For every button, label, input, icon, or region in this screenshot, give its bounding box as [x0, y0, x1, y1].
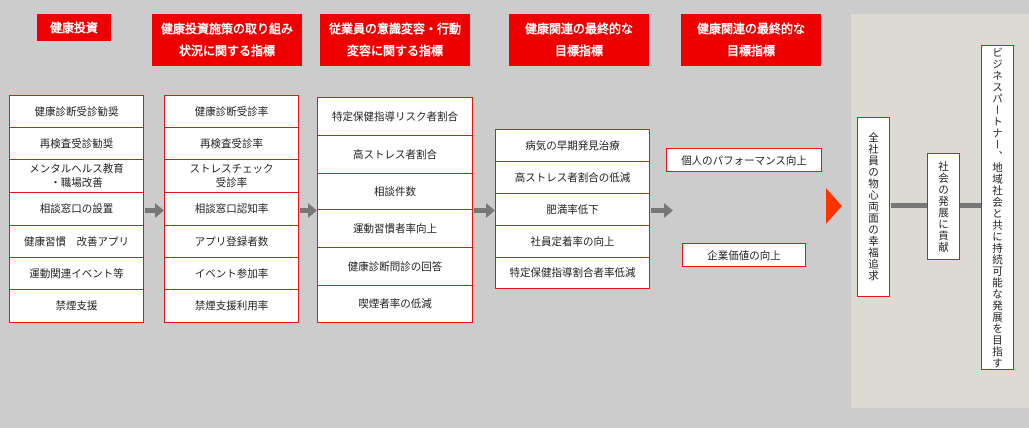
- list-item: 高ストレス者割合: [318, 136, 472, 174]
- arrow-right-icon: [474, 203, 495, 218]
- list-item: 相談件数: [318, 174, 472, 210]
- list-item: 肥満率低下: [496, 194, 649, 226]
- outcome-partners: ビジネスパートナー、地域社会と共に持続可能な発展を目指す: [981, 45, 1014, 370]
- list-item: 健康習慣 改善アプリ: [10, 226, 143, 258]
- list-item: 特定保健指導リスク者割合: [318, 98, 472, 136]
- list-item: アプリ登録者数: [165, 226, 298, 258]
- header-initiative-indicators: 健康投資施策の取り組み 状況に関する指標: [152, 14, 302, 66]
- list-item: 運動習慣者率向上: [318, 210, 472, 248]
- list-item: メンタルヘルス教育 ・職場改善: [10, 160, 143, 193]
- list-item: 健康診断問診の回答: [318, 248, 472, 286]
- list-item: 相談窓口認知率: [165, 193, 298, 226]
- column-health-investment: 健康診断受診勧奨 再検査受診勧奨 メンタルヘルス教育 ・職場改善 相談窓口の設置…: [9, 95, 144, 323]
- list-item: 健康診断受診率: [165, 96, 298, 128]
- list-item: 病気の早期発見治療: [496, 130, 649, 162]
- list-item: 喫煙者率の低減: [358, 297, 432, 310]
- list-item: 再検査受診勧奨: [10, 128, 143, 160]
- list-item: 相談窓口の設置: [10, 193, 143, 226]
- arrow-right-icon: [145, 203, 164, 218]
- outcome-society: 社会の発展に貢献: [927, 153, 960, 260]
- goal-individual-performance: 個人のパフォーマンス向上: [666, 148, 822, 172]
- list-item: 高ストレス者割合の低減: [496, 162, 649, 194]
- outcome-wellbeing: 全社員の物心両面の幸福追求: [857, 117, 890, 297]
- goal-corporate-value: 企業価値の向上: [682, 243, 806, 267]
- list-item: 社員定着率の向上: [496, 226, 649, 258]
- header-final-goal-indicators: 健康関連の最終的な 目標指標: [509, 14, 649, 66]
- big-arrow-icon: [826, 188, 842, 224]
- connector-line: [960, 203, 981, 208]
- arrow-right-icon: [651, 203, 673, 218]
- list-item: 再検査受診率: [165, 128, 298, 160]
- connector-line: [891, 203, 927, 208]
- list-item: 運動関連イベント等: [10, 258, 143, 290]
- list-item: 特定保健指導割合者率低減: [509, 266, 636, 279]
- list-item: イベント参加率: [165, 258, 298, 290]
- column-initiative-indicators: 健康診断受診率 再検査受診率 ストレスチェック 受診率 相談窓口認知率 アプリ登…: [164, 95, 299, 323]
- list-item: 禁煙支援利用率: [194, 299, 269, 312]
- header-health-investment: 健康投資: [37, 14, 111, 41]
- column-behavior-indicators: 特定保健指導リスク者割合 高ストレス者割合 相談件数 運動習慣者率向上 健康診断…: [317, 97, 473, 323]
- column-final-goal-indicators: 病気の早期発見治療 高ストレス者割合の低減 肥満率低下 社員定着率の向上 特定保…: [495, 129, 650, 289]
- header-behavior-indicators: 従業員の意識変容・行動 変容に関する指標: [320, 14, 470, 66]
- header-final-goal-indicators-2: 健康関連の最終的な 目標指標: [681, 14, 821, 66]
- list-item: 禁煙支援: [55, 299, 98, 312]
- arrow-right-icon: [300, 203, 317, 218]
- list-item: ストレスチェック 受診率: [165, 160, 298, 193]
- list-item: 健康診断受診勧奨: [10, 96, 143, 128]
